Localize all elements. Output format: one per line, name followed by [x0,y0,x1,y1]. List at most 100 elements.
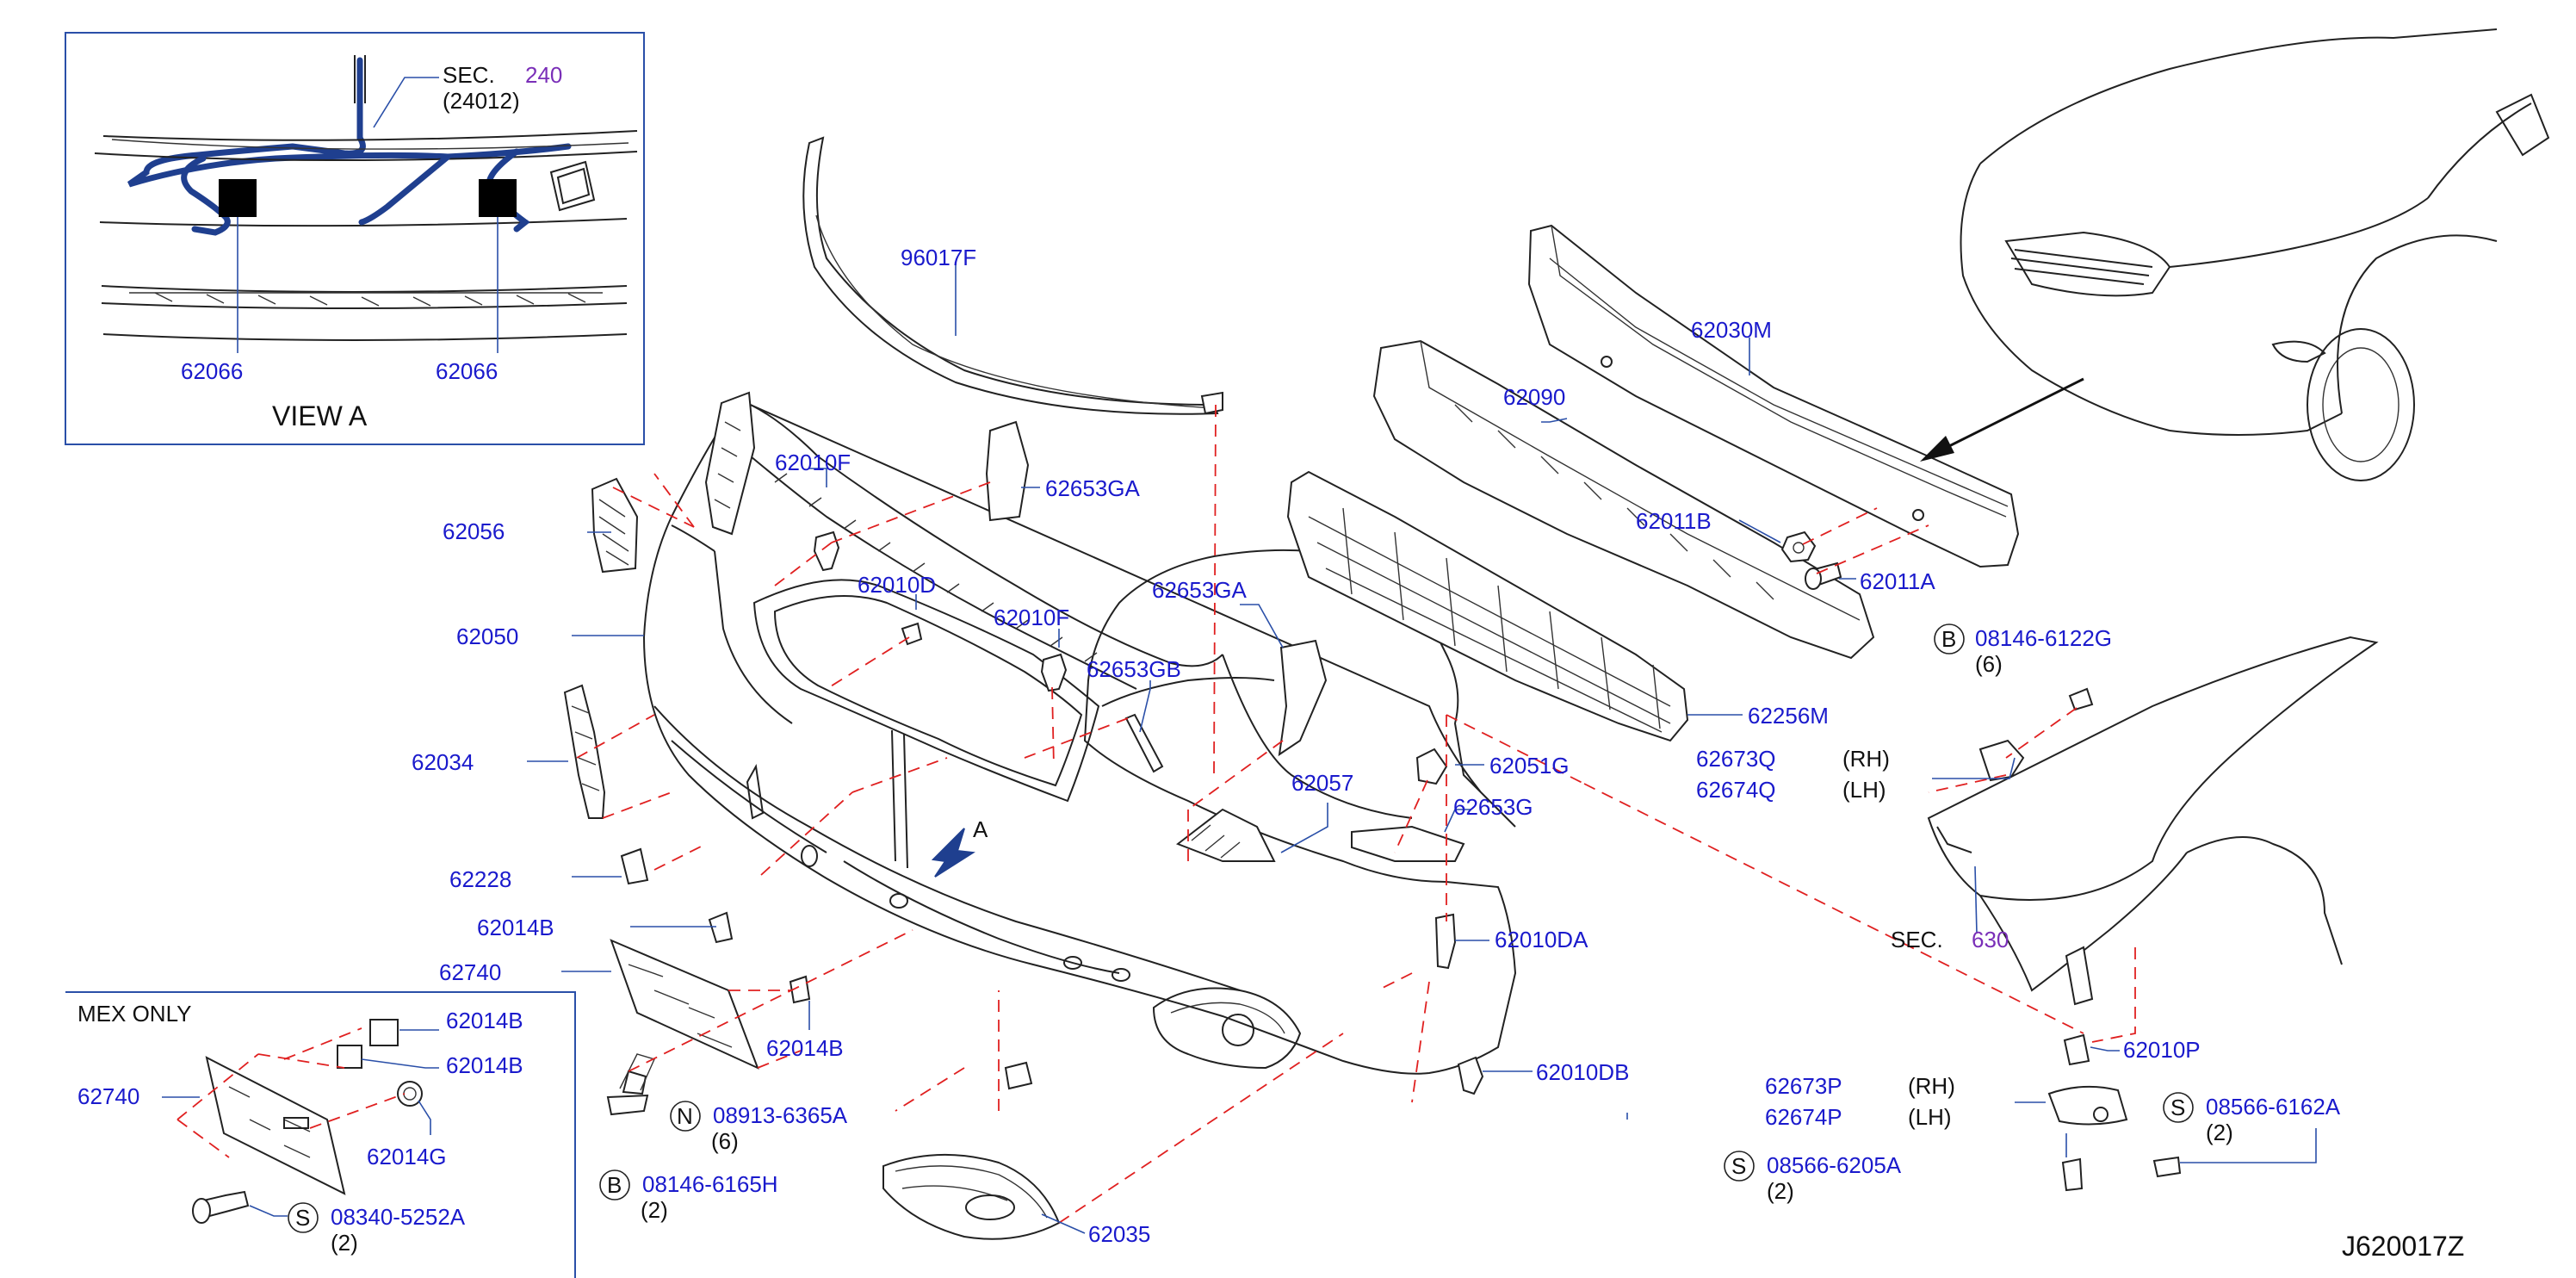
label-lh-2: (LH) [1908,1104,1952,1130]
plate-bracket-62740 [610,911,811,1070]
label-62010da: 62010DA [1495,927,1588,952]
side-seals [985,420,1465,862]
label-62050: 62050 [456,623,518,649]
label-62010db: 62010DB [1536,1059,1629,1085]
sensor-right-icon [479,179,517,217]
badge-s2: S [1731,1153,1746,1179]
label-62673q: 62673Q [1696,746,1776,772]
badge-n: N [677,1103,693,1129]
s1-qty: (2) [2206,1120,2233,1145]
b2-qty: (6) [1975,651,2003,677]
fender [1927,636,2379,1006]
label-62674p: 62674P [1765,1104,1842,1130]
badge-b2: B [1941,626,1956,652]
label-62673p: 62673P [1765,1073,1842,1099]
location-arrow-icon [1920,377,2084,462]
sensor-left-icon [219,179,257,217]
badge-b1-icon [599,1169,630,1200]
label-rh-1: (RH) [1842,746,1890,772]
view-a-title: VIEW A [272,400,368,431]
fender-bracket-62673p [2047,1085,2128,1126]
label-62653gb: 62653GB [1087,656,1181,682]
label-62653g: 62653G [1453,794,1533,820]
upper-molding-96017f [802,136,1223,415]
label-62056: 62056 [443,518,505,544]
s2-qty: (2) [1767,1178,1794,1204]
reinforcement-62030m [1527,224,2020,568]
view-a-inset: SEC. 240 (24012) 62066 62066 VIEW A [65,32,645,445]
badge-b2-icon [1934,623,1965,655]
label-62057: 62057 [1291,770,1353,796]
side-bracket-62034 [563,684,606,819]
mex-only-inset: MEX ONLY 62014B 62014B 62740 62014G S 08… [65,991,576,1278]
label-62010f-2: 62010F [994,605,1069,630]
label-62010d: 62010D [858,572,936,598]
label-62014b: 62014B [477,915,554,940]
label-62010p: 62010P [2123,1037,2201,1063]
label-62674q: 62674Q [1696,777,1776,803]
label-62051g: 62051G [1489,753,1570,779]
view-a-arrow-label: A [973,816,988,842]
mex-62014b-label-2: 62014B [446,1052,523,1078]
label-62011a: 62011A [1860,568,1935,594]
label-62090: 62090 [1503,384,1565,410]
bracket-62228 [620,847,1033,1090]
diagram-id: J620017Z [2342,1231,2464,1262]
s1-code: 08566-6162A [2206,1094,2341,1120]
label-62740: 62740 [439,959,501,985]
label-62228: 62228 [449,866,511,892]
badge-s2-icon [1724,1151,1755,1182]
label-62653ga-1: 62653GA [1045,475,1141,501]
bolts-fender [2061,687,2182,1192]
view-a-right-sensor-label: 62066 [436,358,498,384]
energy-absorber-62090 [1372,339,1875,660]
view-a-sec-label: SEC. [443,62,495,88]
n-code: 08913-6365A [713,1102,848,1128]
mex-62740-label: 62740 [77,1083,139,1109]
s2-code: 08566-6205A [1767,1152,1902,1178]
mex-bolt-badge: S [295,1205,310,1231]
view-a-arrow: A [931,816,988,878]
badge-s1: S [2170,1095,2185,1120]
fender-bracket-62673q [1978,739,2025,782]
leader-lines [527,264,2317,1234]
badge-n-icon [670,1101,701,1132]
view-a-left-sensor-label: 62066 [181,358,243,384]
badge-s1-icon [2163,1092,2194,1123]
view-a-sec-number: 240 [525,62,562,88]
label-62011b: 62011B [1636,508,1712,534]
label-62035: 62035 [1088,1221,1150,1247]
b2-code: 08146-6122G [1975,625,2112,651]
bolt-08146-6165h [606,1053,655,1116]
clip-62010p [2063,1033,2090,1066]
mex-62014g-label: 62014G [367,1144,447,1169]
phantom-lines [576,404,2136,1224]
part-labels: 96017F 62010F 62653GA 62056 62010D 62050… [412,245,2201,1247]
mex-62014b-label-1: 62014B [446,1008,523,1033]
label-rh-2: (RH) [1908,1073,1955,1099]
mex-only-title: MEX ONLY [77,1001,191,1027]
n-qty: (6) [711,1128,739,1154]
grille-62256m [1286,470,1689,742]
label-62256m: 62256M [1748,703,1829,729]
label-62014b-b: 62014B [766,1035,844,1061]
b1-qty: (2) [641,1197,668,1223]
bracket-62056 [591,477,639,574]
fog-finisher-62035 [882,1153,1061,1240]
label-62653ga-2: 62653GA [1152,577,1248,603]
label-62010f-1: 62010F [775,450,851,475]
upper-left-retainers [704,391,756,536]
sec-630-number: 630 [1972,927,2009,952]
view-a-sec-sub: (24012) [443,88,520,114]
section-630-ref: SEC. 630 [1891,927,2009,952]
clips [813,530,1484,1095]
car-body [1960,28,2550,481]
sec-630-label: SEC. [1891,927,1943,952]
b1-code: 08146-6165H [642,1171,778,1197]
label-62034: 62034 [412,749,474,775]
badge-b1: B [607,1172,622,1198]
label-lh-1: (LH) [1842,777,1886,803]
fastener-callouts: N 08913-6365A (6) B 08146-6165H (2) B 08… [599,623,2341,1223]
label-62030m: 62030M [1691,317,1772,343]
